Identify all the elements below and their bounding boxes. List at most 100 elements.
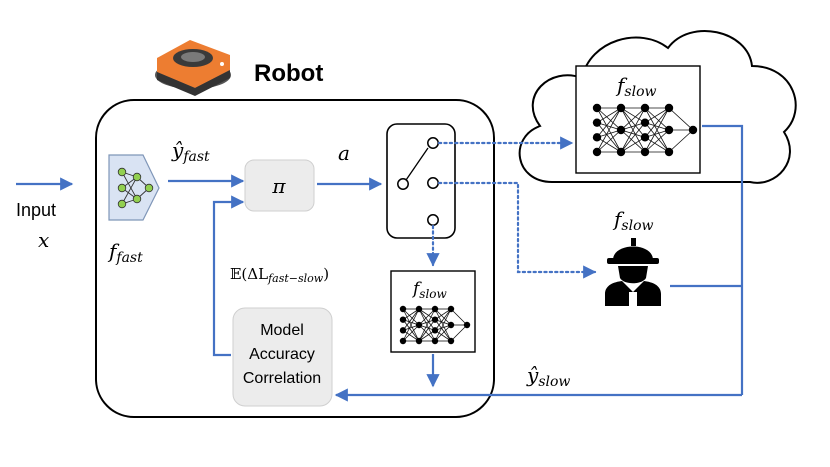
network-edge xyxy=(596,107,622,138)
network-edge xyxy=(434,324,452,342)
network-edge xyxy=(418,308,436,326)
network-edge xyxy=(402,330,420,342)
policy-symbol: π xyxy=(271,174,286,198)
expectation-label: 𝔼(ΔLfast−slow) xyxy=(230,265,329,285)
network-edge xyxy=(596,107,622,153)
network-node xyxy=(664,147,674,157)
network-edge xyxy=(402,308,420,342)
network-node xyxy=(463,321,471,329)
network-edge xyxy=(620,107,646,131)
network-edge xyxy=(644,136,670,153)
fast-network-icon xyxy=(108,154,160,221)
network-edge xyxy=(644,107,670,124)
feedback-arrow xyxy=(212,195,245,357)
network-edge xyxy=(434,330,452,342)
network-node xyxy=(592,103,602,113)
network-node xyxy=(447,321,455,329)
local-slow-model-label: fslow xyxy=(411,279,448,301)
network-node xyxy=(447,305,455,313)
network-node xyxy=(431,305,439,313)
network-edge xyxy=(620,107,646,124)
network-node xyxy=(616,103,626,113)
network-edge xyxy=(434,319,452,342)
slow-prediction-label: ŷslow xyxy=(526,363,570,390)
network-node xyxy=(399,337,407,345)
input-word: Input xyxy=(16,200,56,220)
network-node xyxy=(640,147,650,157)
human-route-arrow xyxy=(437,181,597,279)
switch-input-terminal xyxy=(397,178,409,190)
network-edge xyxy=(620,107,646,138)
construction-worker-icon xyxy=(605,238,661,306)
cloud-neural-network-icon xyxy=(592,103,698,157)
network-edge xyxy=(620,107,646,153)
network-edge xyxy=(644,107,670,138)
network-edge xyxy=(418,330,436,342)
network-edge xyxy=(620,136,646,153)
network-node xyxy=(399,316,407,323)
network-edge xyxy=(418,308,436,320)
network-node xyxy=(664,125,674,135)
network-node xyxy=(640,118,650,127)
network-node xyxy=(640,133,650,142)
network-node xyxy=(616,125,626,135)
network-edge xyxy=(644,129,670,153)
switch-local-terminal xyxy=(427,214,439,226)
network-edge xyxy=(596,107,622,131)
fast-prediction-label: ŷfast xyxy=(171,138,210,165)
correlation-line3: Correlation xyxy=(243,370,321,387)
local-neural-network-icon xyxy=(399,305,471,345)
network-node xyxy=(592,147,602,157)
network-edge xyxy=(644,122,670,153)
network-edge xyxy=(644,107,670,153)
network-edge xyxy=(418,308,436,331)
network-edge xyxy=(620,122,646,153)
correlation-box xyxy=(232,307,333,407)
switch-cloud-terminal xyxy=(427,137,439,149)
switch-box xyxy=(386,123,456,239)
network-node xyxy=(592,118,602,127)
human-slow-model-label: fslow xyxy=(612,207,653,234)
input-variable: x xyxy=(38,228,49,252)
network-edge xyxy=(434,308,452,331)
network-edge xyxy=(644,107,670,131)
network-node xyxy=(415,321,423,329)
switch-human-terminal xyxy=(427,177,439,189)
action-label: a xyxy=(338,141,350,165)
network-node xyxy=(431,337,439,345)
network-edge xyxy=(402,308,420,320)
network-edge xyxy=(402,319,420,342)
robot-vacuum-icon xyxy=(155,40,231,96)
switch-lever xyxy=(403,147,429,184)
network-node xyxy=(447,337,455,345)
robot-boundary xyxy=(95,99,495,418)
network-edge xyxy=(418,319,436,342)
network-edge xyxy=(596,136,622,153)
policy-box xyxy=(244,159,315,212)
network-edge xyxy=(668,107,694,131)
network-node xyxy=(640,103,650,113)
network-edge xyxy=(434,308,452,320)
correlation-line2: Accuracy xyxy=(249,346,315,363)
network-edge xyxy=(450,324,468,342)
fast-model-label: ffast xyxy=(107,239,143,266)
network-node xyxy=(664,103,674,113)
robot-title: Robot xyxy=(254,60,323,87)
network-edge xyxy=(434,308,452,342)
network-edge xyxy=(596,122,622,153)
network-edge xyxy=(402,324,420,342)
network-node xyxy=(431,327,439,334)
network-node xyxy=(688,125,698,135)
network-edge xyxy=(402,308,420,326)
network-edge xyxy=(596,107,622,124)
network-node xyxy=(399,327,407,334)
network-node xyxy=(592,133,602,142)
network-edge xyxy=(418,324,436,342)
network-edge xyxy=(402,308,420,331)
network-edge xyxy=(450,308,468,326)
correlation-line1: Model xyxy=(260,322,304,339)
network-edge xyxy=(596,129,622,153)
network-node xyxy=(431,316,439,323)
network-node xyxy=(399,305,407,313)
